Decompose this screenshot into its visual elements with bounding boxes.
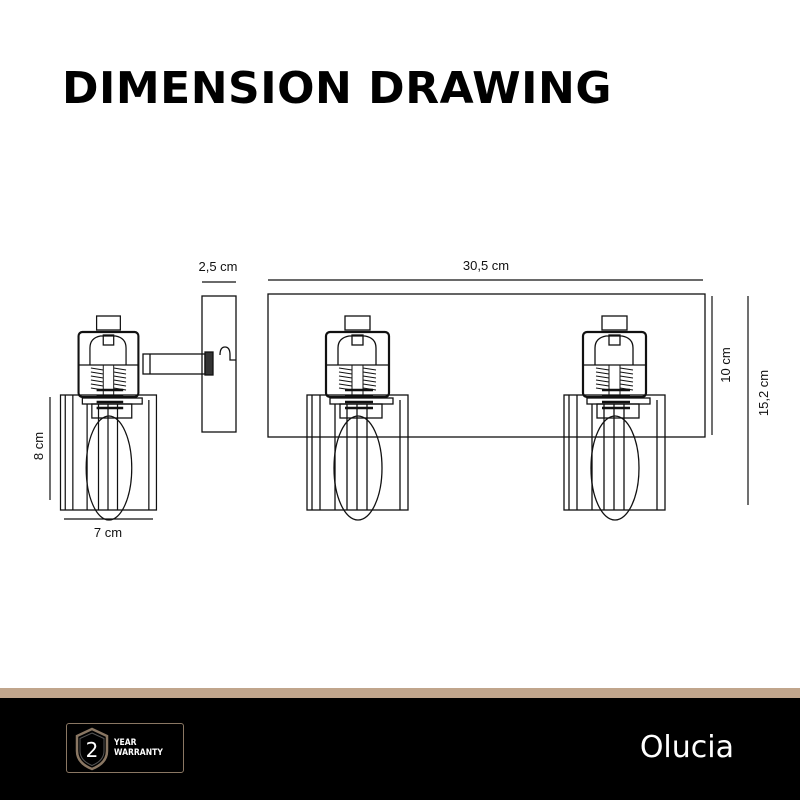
shield-icon: 2 xyxy=(75,727,109,771)
dimension-drawing: 2,5 cm 30,5 cm 10 cm 15,2 cm 8 cm 7 cm xyxy=(31,258,771,540)
front-lamp-left xyxy=(305,314,410,522)
front-view xyxy=(267,293,706,522)
warranty-number: 2 xyxy=(86,738,99,762)
dim-label-total-height: 15,2 cm xyxy=(756,370,771,416)
page-title: DIMENSION DRAWING xyxy=(62,63,612,114)
lamp-arm xyxy=(142,353,206,375)
warranty-line2: WARRANTY xyxy=(114,748,163,758)
back-plate xyxy=(267,293,706,438)
front-lamp-right xyxy=(562,314,667,522)
wall-plate-side xyxy=(201,295,237,433)
side-view-lamp xyxy=(59,295,237,522)
warranty-badge: 2 YEAR WARRANTY xyxy=(66,723,184,773)
warranty-text: YEAR WARRANTY xyxy=(114,738,163,758)
dim-label-shade-width: 7 cm xyxy=(94,525,122,540)
accent-band xyxy=(0,688,800,698)
dim-label-depth: 2,5 cm xyxy=(198,259,237,274)
dim-label-width: 30,5 cm xyxy=(463,258,509,273)
warranty-line1: YEAR xyxy=(114,738,137,748)
footer: 2 YEAR WARRANTY Olucia xyxy=(0,698,800,800)
mount-hook xyxy=(219,346,236,361)
arm-nut xyxy=(204,351,214,376)
brand-logo: Olucia xyxy=(639,730,734,765)
dim-label-shade-height: 8 cm xyxy=(31,432,46,460)
dim-label-plate-height: 10 cm xyxy=(718,347,733,382)
